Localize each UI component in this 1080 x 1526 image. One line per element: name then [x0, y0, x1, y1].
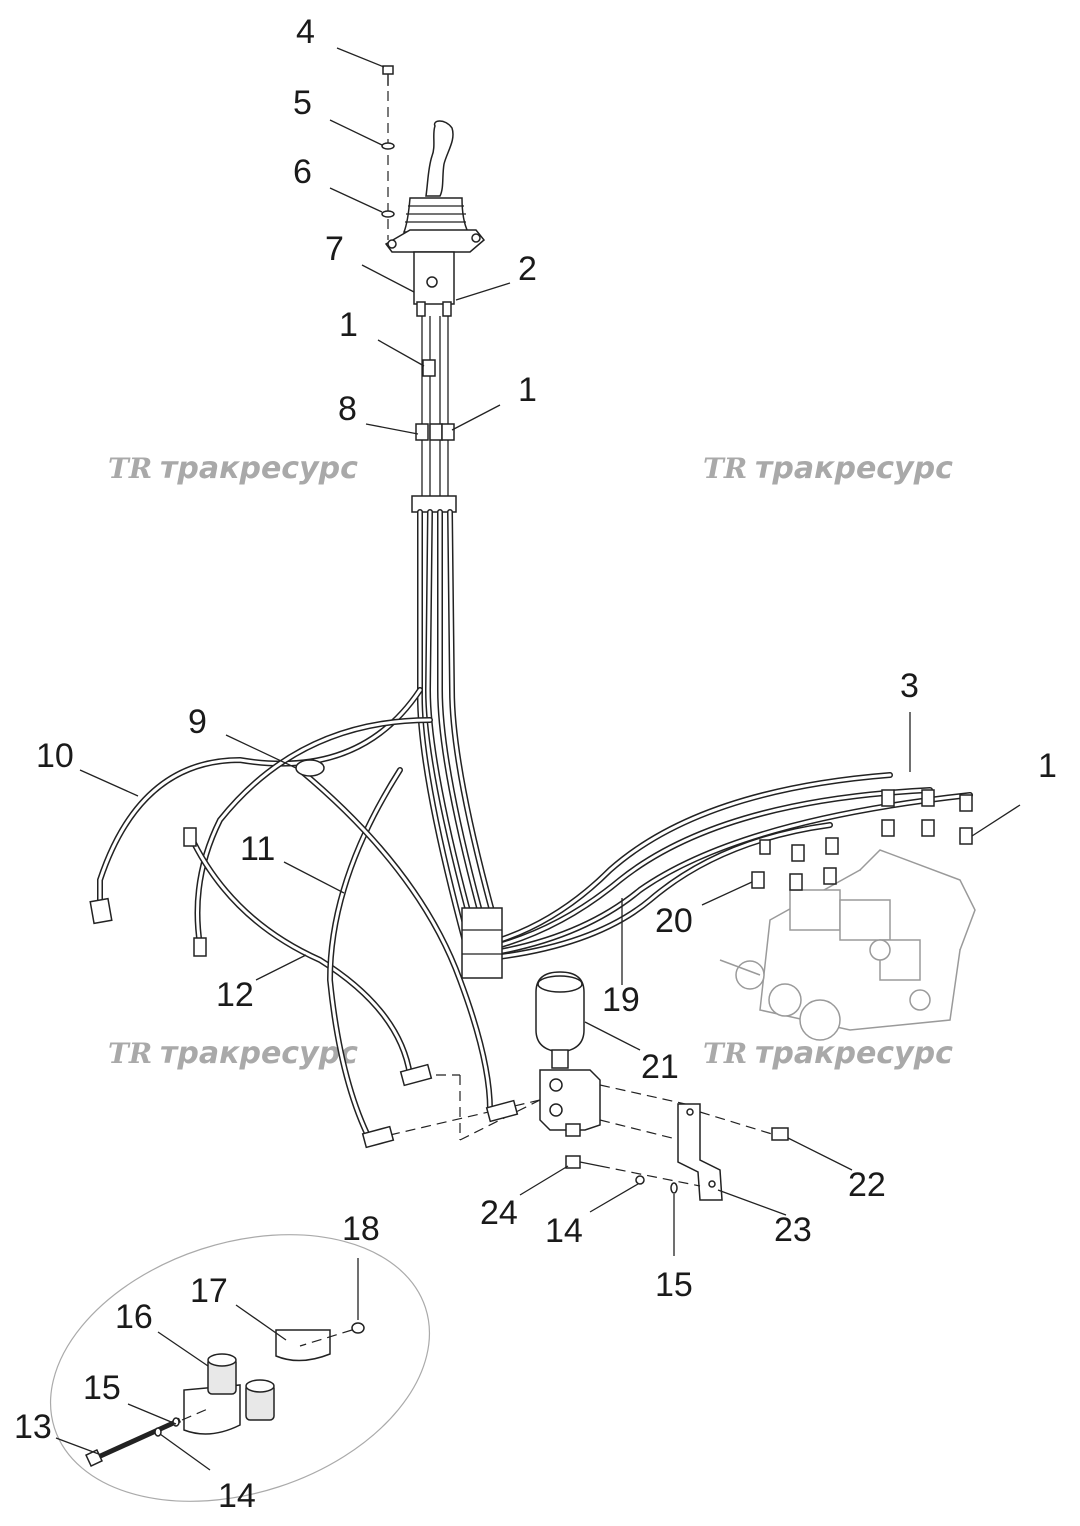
leader-lines — [55, 47, 1021, 1471]
callout-14-b: 14 — [218, 1477, 256, 1515]
clamp-lower — [183, 1384, 241, 1435]
callout-22: 22 — [848, 1166, 886, 1204]
watermark-logo: TR — [703, 452, 747, 485]
watermark-logo: TR — [108, 1037, 152, 1070]
watermark-top-right: TR тракресурс — [703, 451, 953, 486]
hose-connectors — [411, 495, 457, 513]
callout-4: 4 — [296, 13, 315, 51]
callout-19: 19 — [602, 981, 640, 1019]
callout-1-c: 1 — [1038, 747, 1057, 785]
watermark-logo: TR — [108, 452, 152, 485]
watermark-logo: TR — [703, 1037, 747, 1070]
fitting-1 — [422, 359, 436, 377]
callout-11: 11 — [240, 830, 275, 868]
joystick-handle — [425, 120, 454, 197]
manifold-block — [539, 1069, 601, 1131]
accumulator-assembly — [361, 971, 789, 1201]
washer-5 — [381, 142, 395, 150]
callout-1-a: 1 — [339, 306, 358, 344]
hose-clamp-9 — [295, 759, 325, 777]
callout-1-b: 1 — [518, 371, 537, 409]
hose-clamp-block — [461, 907, 503, 979]
hose-end-top — [183, 827, 197, 847]
callout-9: 9 — [188, 703, 207, 741]
callout-24: 24 — [480, 1194, 518, 1232]
callout-14-a: 14 — [545, 1212, 583, 1250]
callout-6: 6 — [293, 153, 312, 191]
joystick-assembly — [381, 65, 486, 513]
nut-18 — [351, 1322, 365, 1334]
hose-bundle — [89, 509, 973, 1143]
washer-15 — [670, 1182, 678, 1194]
callout-17: 17 — [190, 1272, 228, 1310]
callout-13: 13 — [14, 1408, 52, 1446]
accumulator-21 — [535, 971, 585, 1053]
callout-21: 21 — [641, 1048, 679, 1086]
watermark-text: тракресурс — [755, 1036, 953, 1071]
valve-fittings — [751, 789, 973, 891]
detail-ellipse — [49, 1234, 431, 1502]
joystick-boot — [402, 197, 470, 233]
control-valve — [719, 849, 976, 1041]
callout-7: 7 — [325, 230, 344, 268]
callout-3: 3 — [900, 667, 919, 705]
watermark-top-left: TR тракресурс — [108, 451, 358, 486]
callout-10: 10 — [36, 737, 74, 775]
watermark-text: тракресурс — [160, 1036, 358, 1071]
washer-6 — [381, 210, 395, 218]
callout-2: 2 — [518, 250, 537, 288]
watermark-text: тракресурс — [160, 451, 358, 486]
hose-end-12 — [193, 937, 207, 957]
watermark-bottom-right: TR тракресурс — [703, 1036, 953, 1071]
callout-15-a: 15 — [655, 1266, 693, 1304]
watermark-text: тракресурс — [755, 451, 953, 486]
callout-15-b: 15 — [83, 1369, 121, 1407]
callout-5: 5 — [293, 84, 312, 122]
bracket-23 — [677, 1103, 723, 1201]
callout-20: 20 — [655, 902, 693, 940]
callout-23: 23 — [774, 1211, 812, 1249]
watermark-bottom-left: TR тракресурс — [108, 1036, 358, 1071]
hose-end-10 — [89, 897, 113, 925]
fitting-8 — [415, 423, 429, 441]
callout-18: 18 — [342, 1210, 380, 1248]
screw-head — [382, 65, 394, 75]
bolt-22 — [771, 1127, 789, 1141]
callout-8: 8 — [338, 390, 357, 428]
callout-labels: 4 5 6 7 2 1 1 8 3 1 9 10 11 12 20 19 21 … — [14, 13, 1057, 1515]
washer-14 — [635, 1175, 645, 1185]
callout-16: 16 — [115, 1298, 153, 1336]
detail-view — [49, 1234, 431, 1502]
callout-12: 12 — [216, 976, 254, 1014]
joystick-base-plate — [384, 229, 486, 253]
